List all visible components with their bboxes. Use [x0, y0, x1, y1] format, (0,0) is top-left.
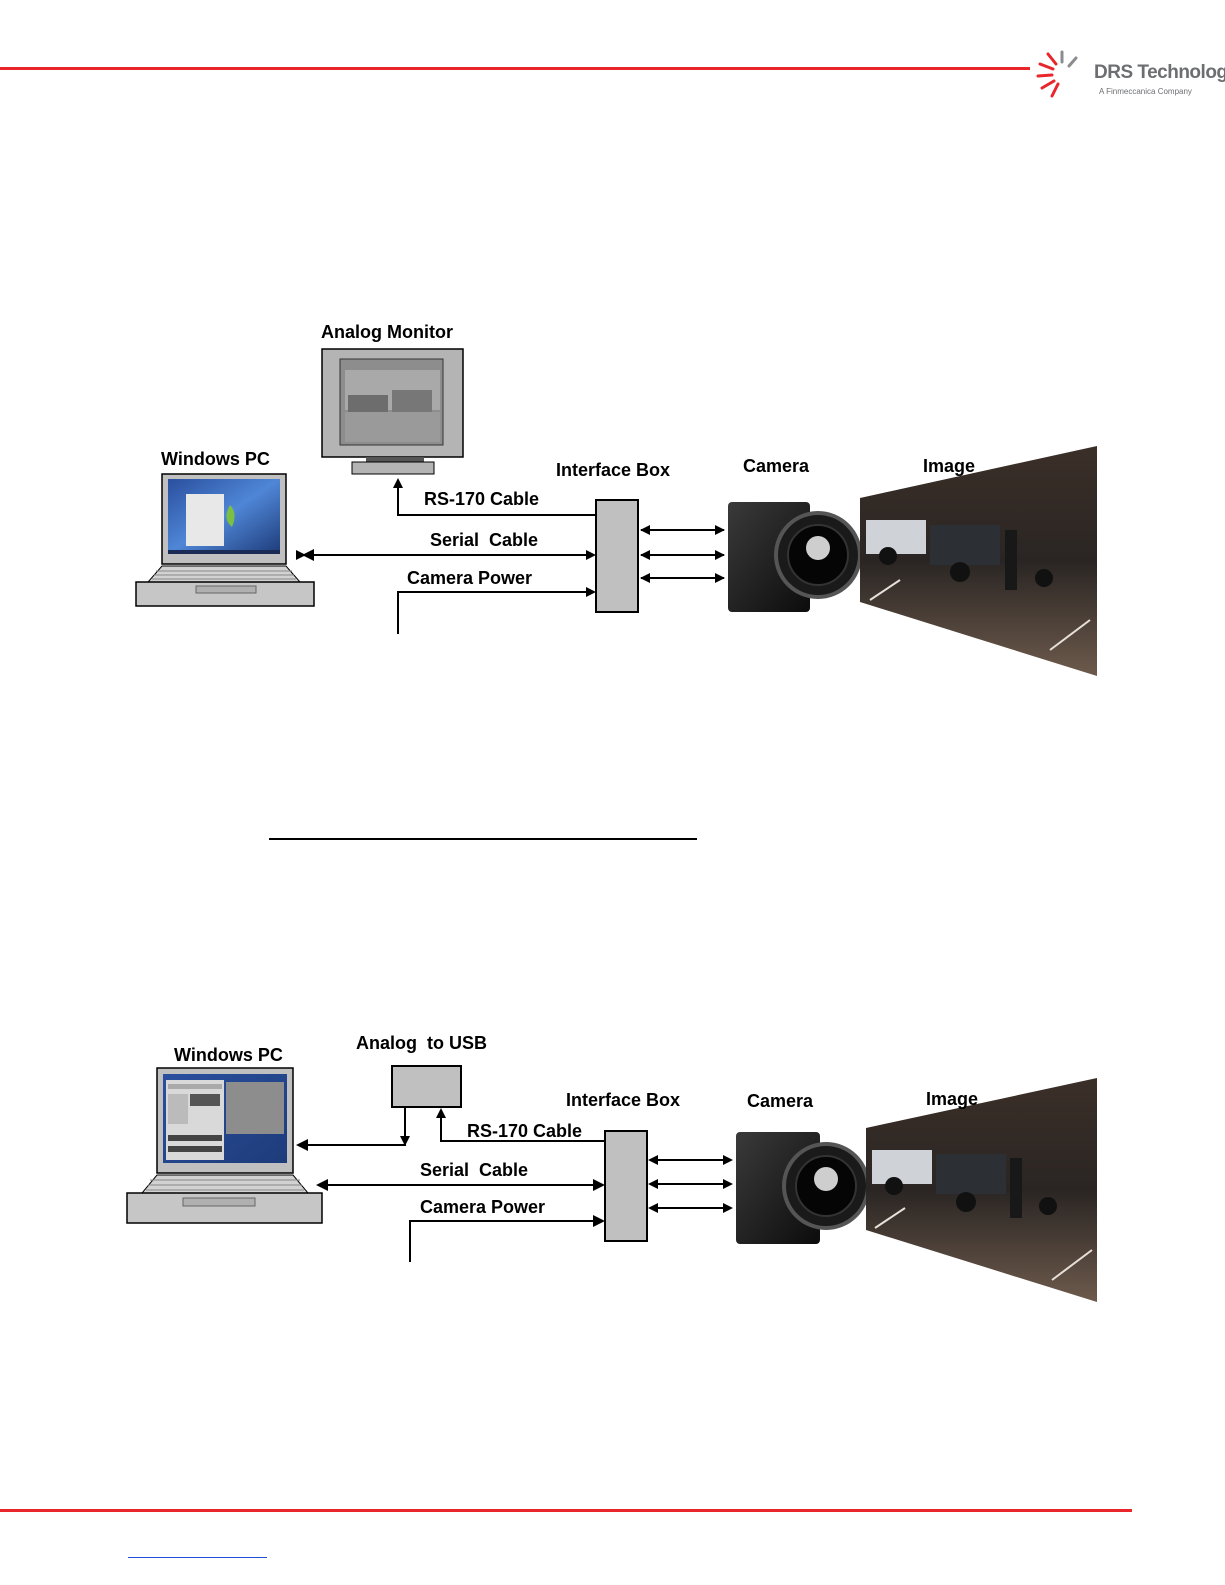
interface-box-2 — [605, 1131, 647, 1241]
pc-label: Windows PC — [174, 1045, 283, 1066]
camera-power-label: Camera Power — [420, 1197, 545, 1218]
footer-link-underline[interactable] — [128, 1557, 267, 1558]
thermal-camera-icon — [736, 1132, 868, 1244]
camera-label: Camera — [747, 1091, 813, 1112]
analog-usb-converter — [392, 1066, 461, 1107]
serial-cable-label: Serial Cable — [420, 1160, 528, 1181]
footer-rule — [0, 1509, 1132, 1512]
image-label: Image — [926, 1089, 978, 1110]
laptop-icon — [127, 1068, 322, 1223]
power-cable-line — [410, 1221, 603, 1262]
rs170-cable-label: RS-170 Cable — [467, 1121, 582, 1142]
interface-box-label: Interface Box — [566, 1090, 680, 1111]
diagram-2-graphics — [0, 0, 1225, 1400]
usb-link-line — [300, 1108, 405, 1145]
converter-label: Analog to USB — [356, 1033, 487, 1054]
diagram-analog-to-usb: Analog to USB Windows PC Interface Box C… — [0, 0, 1225, 1400]
night-scene-image — [866, 1078, 1097, 1302]
